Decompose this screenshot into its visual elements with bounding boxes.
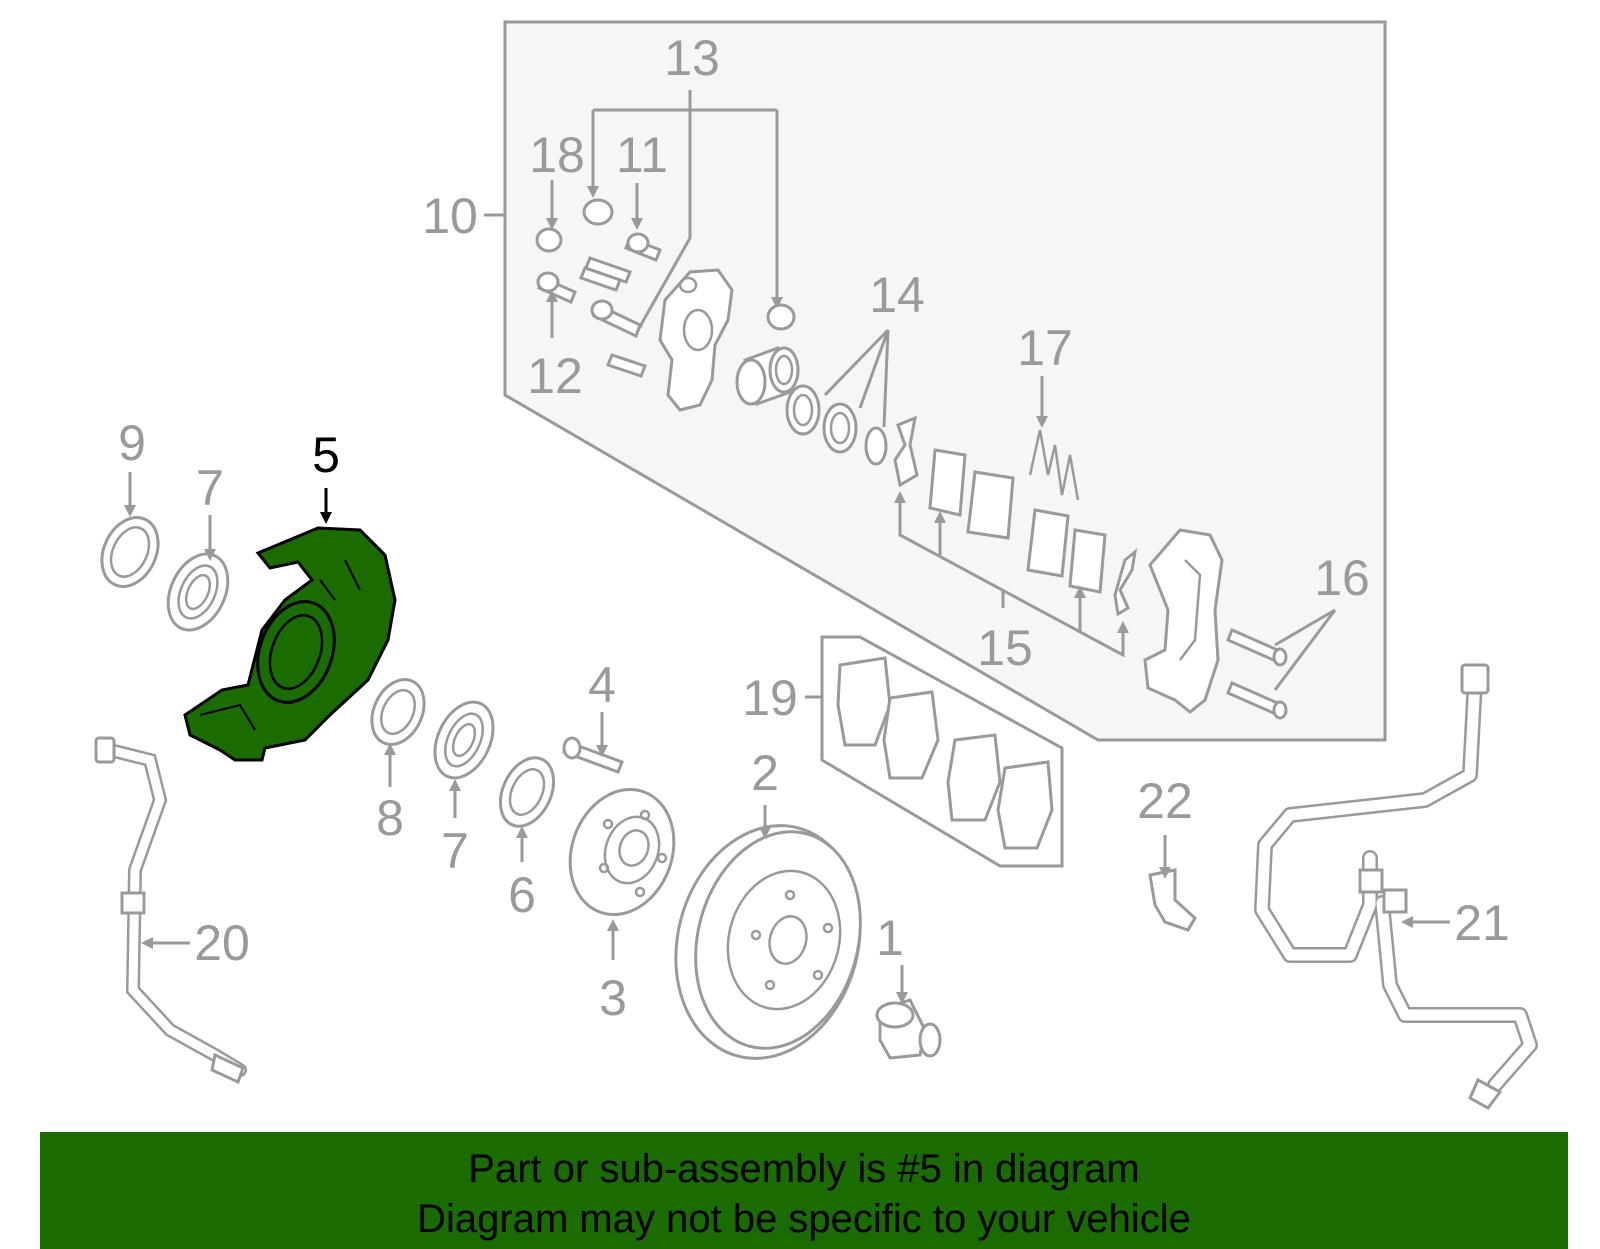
dust-shield-highlighted [183,526,397,762]
caliper-bracket-icon [1143,528,1224,714]
outer-seal-icon [498,756,556,828]
hose-bracket-icon [1148,868,1197,932]
guide-pin-boot-icon [535,198,796,331]
abs-sensor-icon [1254,663,1538,1110]
callout-14-leader [823,328,890,428]
banner-line-disclaimer: Diagram may not be specific to your vehi… [417,1197,1191,1241]
callout-label-19[interactable]: 19 [742,670,798,726]
oil-seal-icon [100,516,160,588]
hub-cap-icon [875,998,942,1060]
brake-pad-icon [893,415,1138,617]
piston-seal-icon [785,384,888,466]
callout-label-8[interactable]: 8 [376,790,404,846]
callout-label-6[interactable]: 6 [508,867,536,923]
pad-kit-pad-icon [836,656,1054,850]
callout-label-3[interactable]: 3 [599,970,627,1026]
callout-label-17[interactable]: 17 [1017,320,1073,376]
callout-label-2[interactable]: 2 [751,745,779,801]
callout-label-14[interactable]: 14 [869,267,925,323]
callout-label-18[interactable]: 18 [529,127,585,183]
brake-rotor-icon [674,824,862,1060]
info-banner: Part or sub-assembly is #5 in diagram Di… [40,1132,1568,1249]
callout-label-1[interactable]: 1 [876,910,904,966]
banner-line-part: Part or sub-assembly is #5 in diagram [468,1147,1140,1191]
callout-label-12[interactable]: 12 [527,348,583,404]
caliper-bolt-icon [536,232,662,378]
callout-label-20[interactable]: 20 [194,915,250,971]
callout-label-16[interactable]: 16 [1314,550,1370,606]
callout-label-7-lower[interactable]: 7 [441,823,469,879]
callout-label-9[interactable]: 9 [118,415,146,471]
callout-label-22[interactable]: 22 [1137,773,1193,829]
anti-rattle-spring-icon [1028,429,1080,501]
caliper-piston-icon [735,346,800,406]
wheel-hub-icon [568,787,676,917]
callout-label-7-upper[interactable]: 7 [196,460,224,516]
callout-label-4[interactable]: 4 [588,657,616,713]
caliper-body-icon [658,268,734,412]
callout-label-11[interactable]: 11 [616,127,668,183]
callout-label-21[interactable]: 21 [1454,895,1510,951]
brake-hose-icon [94,736,247,1085]
guide-pin-icon [1226,628,1288,720]
callout-label-5[interactable]: 5 [312,427,340,483]
callout-13-leader [591,90,779,331]
wheel-bearing-icon [433,700,495,780]
callout-label-13[interactable]: 13 [664,30,720,86]
callout-16-leader [1273,608,1337,691]
callout-15-leader [898,500,1125,658]
inner-seal-icon [370,678,426,746]
callout-label-15[interactable]: 15 [977,620,1033,676]
wheel-bearing-icon [166,552,230,632]
callout-label-10[interactable]: 10 [422,188,478,244]
